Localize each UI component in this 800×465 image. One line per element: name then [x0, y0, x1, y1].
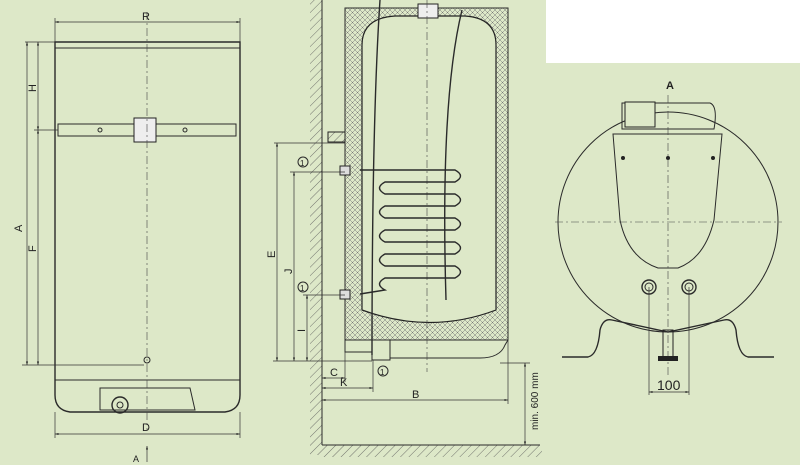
heat-exchanger-coil	[359, 169, 462, 295]
svg-text:1: 1	[380, 368, 385, 377]
dim-E: E	[266, 251, 278, 258]
wall-hatch	[310, 0, 322, 455]
clearance-label: min. 600 mm	[530, 372, 541, 430]
top-fitting	[417, 3, 439, 19]
top-bracket-hook	[133, 117, 157, 143]
section-view: 1 1 1 E J I C K B min. 600 mm	[266, 0, 542, 457]
bracket-plate	[612, 133, 723, 269]
dim-R: R	[142, 11, 150, 23]
top-view: A 100	[555, 80, 782, 395]
support-legs	[562, 319, 774, 358]
callout-1-c: 1	[377, 365, 389, 377]
heater-body	[54, 41, 241, 413]
dim-C: C	[330, 367, 338, 379]
blank-area	[546, 0, 800, 63]
inner-tank	[361, 15, 497, 324]
svg-text:1: 1	[300, 159, 305, 168]
dim-I: I	[296, 329, 308, 332]
view-marker-A: A	[133, 454, 139, 464]
svg-text:1: 1	[300, 284, 305, 293]
thermostat-knob-icon	[111, 396, 129, 414]
dim-J: J	[283, 269, 295, 275]
front-view: R H A F D A	[13, 11, 241, 464]
dim-A: A	[13, 224, 25, 232]
top-view-title: A	[666, 80, 674, 92]
dim-F: F	[27, 245, 39, 252]
floor-hatch	[322, 445, 542, 457]
spacing-100: 100	[657, 377, 681, 393]
callout-1-b: 1	[297, 281, 309, 293]
callout-1-a: 1	[297, 156, 309, 168]
control-panel	[99, 387, 196, 411]
dim-D: D	[142, 422, 150, 434]
dim-B: B	[412, 389, 419, 401]
dim-H: H	[27, 84, 39, 92]
dim-K: K	[340, 377, 348, 389]
